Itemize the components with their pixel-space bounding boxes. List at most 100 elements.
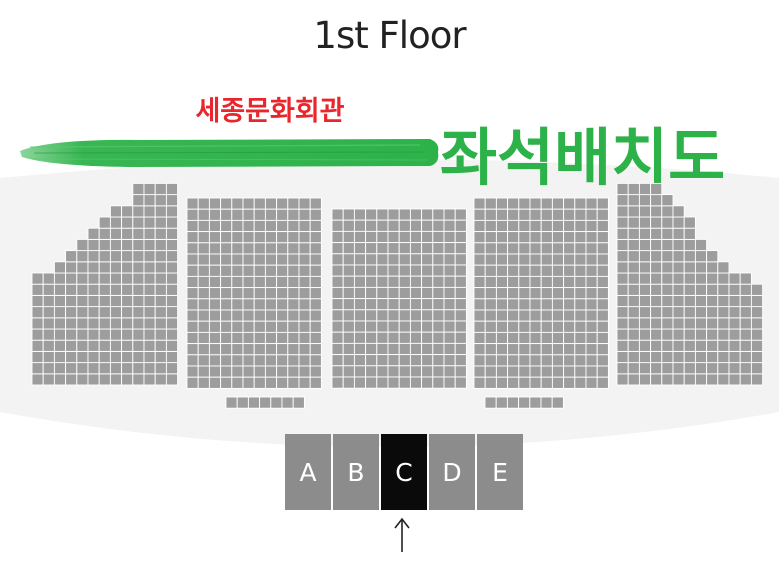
seat[interactable] [540,365,553,378]
seat[interactable] [242,287,255,300]
seat[interactable] [264,231,278,244]
seat[interactable] [154,238,167,252]
seat[interactable] [276,343,289,356]
seat[interactable] [287,242,300,255]
seat[interactable] [551,287,565,300]
seat[interactable] [398,320,411,333]
seat[interactable] [87,373,100,386]
seat[interactable] [220,354,233,367]
seat[interactable] [507,331,520,345]
seat[interactable] [365,286,378,300]
seat[interactable] [432,354,445,367]
seat[interactable] [143,250,156,263]
seat[interactable] [253,231,266,244]
seat[interactable] [551,376,565,389]
seat[interactable] [121,238,134,252]
seat[interactable] [276,208,289,221]
seat[interactable] [551,197,565,210]
seat[interactable] [132,182,145,196]
seat[interactable] [627,283,640,296]
seat[interactable] [165,205,179,218]
seat[interactable] [197,253,210,266]
seat[interactable] [242,275,255,289]
seat[interactable] [616,317,629,330]
seat[interactable] [750,283,764,296]
seat[interactable] [574,253,587,266]
seat[interactable] [518,253,531,266]
seat[interactable] [143,283,156,296]
seat[interactable] [495,331,509,345]
seat[interactable] [398,219,411,232]
seat[interactable] [728,362,741,375]
seat[interactable] [551,264,565,277]
seat[interactable] [616,238,629,252]
seat[interactable] [331,286,344,300]
seat[interactable] [473,354,486,367]
seat[interactable] [650,205,663,218]
seat[interactable] [387,275,400,288]
seat[interactable] [376,242,389,255]
seat[interactable] [87,317,100,330]
seat[interactable] [154,283,167,296]
seat[interactable] [540,275,553,289]
seat[interactable] [551,253,565,266]
seat[interactable] [585,343,598,356]
seat[interactable] [264,287,278,300]
seat[interactable] [231,242,244,255]
seat[interactable] [551,219,565,233]
seat[interactable] [638,328,652,341]
seat[interactable] [264,208,278,221]
seat[interactable] [331,242,344,255]
seat[interactable] [409,320,423,333]
seat[interactable] [616,250,629,263]
seat[interactable] [638,283,652,296]
seat[interactable] [495,298,509,311]
seat[interactable] [518,264,531,277]
seat[interactable] [287,219,300,233]
seat[interactable] [739,317,752,330]
seat[interactable] [551,320,565,333]
seat[interactable] [540,197,553,210]
seat[interactable] [264,242,278,255]
seat[interactable] [596,343,609,356]
seat[interactable] [563,275,576,289]
seat[interactable] [540,219,553,233]
seat[interactable] [220,331,233,345]
seat[interactable] [473,275,486,289]
seat[interactable] [42,294,55,308]
seat[interactable] [518,320,531,333]
seat[interactable] [661,205,674,218]
seat[interactable] [298,219,311,233]
seat[interactable] [309,298,322,311]
seat[interactable] [31,272,44,285]
seat[interactable] [353,376,367,389]
seat[interactable] [585,320,598,333]
seat[interactable] [353,253,367,266]
seat[interactable] [287,275,300,289]
seat[interactable] [331,342,344,356]
seat[interactable] [121,373,134,386]
seat[interactable] [253,219,266,233]
seat[interactable] [143,205,156,218]
seat[interactable] [264,219,278,233]
seat[interactable] [87,238,100,252]
seat[interactable] [220,197,233,210]
seat[interactable] [540,231,553,244]
seat[interactable] [596,365,609,378]
seat[interactable] [432,208,445,221]
seat[interactable] [242,354,255,367]
seat[interactable] [287,320,300,333]
seat[interactable] [717,328,730,341]
seat[interactable] [365,219,378,232]
seat[interactable] [353,264,367,277]
seat[interactable] [208,309,222,322]
seat[interactable] [132,306,145,319]
seat[interactable] [264,197,278,210]
seat[interactable] [473,264,486,277]
seat[interactable] [298,365,311,378]
seat[interactable] [507,231,520,244]
seat[interactable] [242,231,255,244]
seat[interactable] [421,230,434,244]
seat[interactable] [683,238,696,252]
seat[interactable] [585,253,598,266]
